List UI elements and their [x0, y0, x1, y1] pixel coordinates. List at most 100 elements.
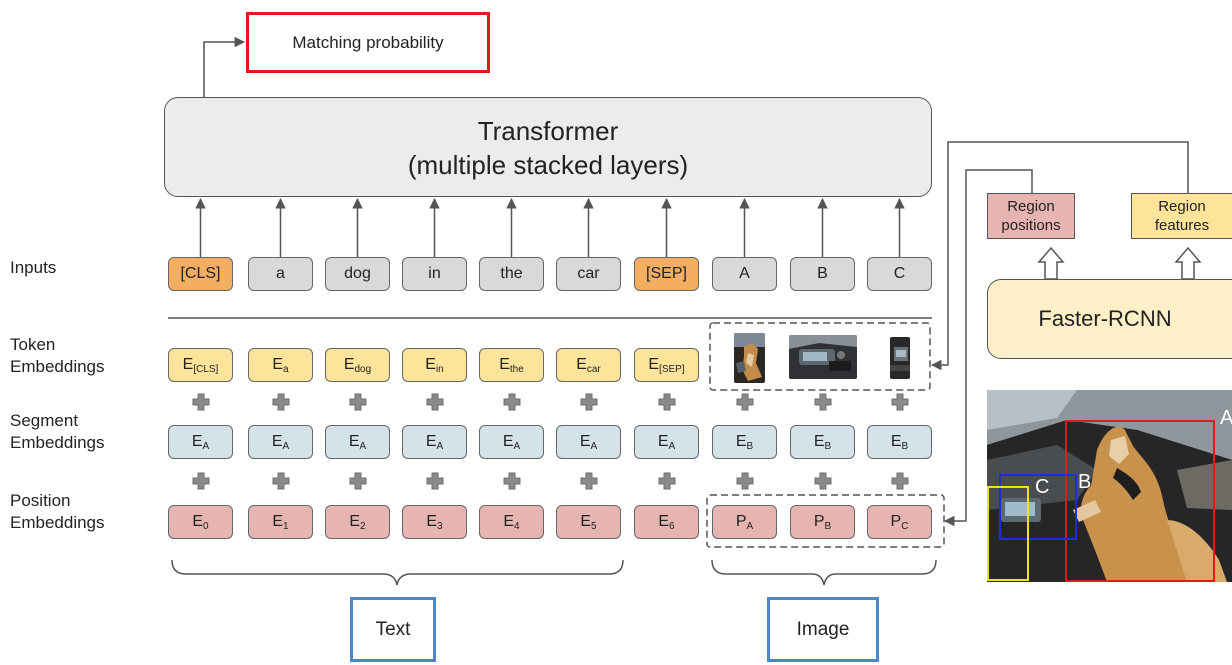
segment-row-label: Segment Embeddings: [10, 410, 105, 454]
image-group-box: Image: [767, 597, 879, 662]
token-embedding-subscript: the: [509, 363, 524, 375]
segment-embedding-base: E: [271, 433, 283, 450]
region-thumbnail-c: [890, 337, 910, 379]
region-thumbnail-a: [734, 333, 765, 383]
position-row-label-line2: Embeddings: [10, 513, 105, 532]
position-embedding-subscript: 5: [591, 520, 597, 532]
segment-embedding-base: E: [191, 433, 203, 450]
position-embedding-base: P: [735, 513, 747, 530]
position-embedding-base: E: [580, 513, 592, 530]
detection-photo: A B C: [987, 390, 1232, 582]
token-embedding: E[SEP]: [634, 348, 699, 382]
input-token: in: [402, 257, 467, 291]
positions-arrow: [943, 169, 1033, 527]
box-c-label: C: [1035, 476, 1050, 498]
transformer-subtitle: (multiple stacked layers): [407, 150, 689, 180]
position-embedding-subscript: 3: [437, 520, 443, 532]
plus-icon: [891, 472, 908, 490]
segment-embedding-base: E: [348, 433, 360, 450]
token-embedding-base: E: [648, 356, 660, 373]
segment-embedding-subscript: B: [824, 440, 832, 452]
position-embedding-base: E: [349, 513, 361, 530]
segment-embedding-base: E: [890, 433, 902, 450]
token-row-label-line1: Token: [10, 335, 56, 354]
segment-embedding-base: E: [502, 433, 514, 450]
text-brace: [171, 559, 624, 586]
token-embedding-base: E: [272, 356, 284, 373]
plus-icon: [503, 472, 520, 490]
segment-embedding-subscript: A: [282, 440, 290, 452]
input-token: [CLS]: [168, 257, 233, 291]
position-embedding-base: E: [272, 513, 284, 530]
input-arrows: [195, 197, 905, 257]
position-embedding-subscript: B: [824, 520, 832, 532]
inputs-row-label: Inputs: [10, 258, 57, 277]
output-arrow: [203, 36, 246, 97]
position-embedding-base: E: [426, 513, 438, 530]
image-token-group: [709, 322, 931, 391]
input-token: car: [556, 257, 621, 291]
segment-embedding-subscript: B: [746, 440, 754, 452]
plus-icon: [503, 393, 520, 411]
region-positions-line1: Region: [1007, 198, 1055, 215]
position-row-label-line1: Position: [10, 491, 71, 510]
hollow-arrow-features: [1174, 246, 1202, 280]
token-embedding-subscript: in: [435, 363, 444, 375]
token-row-label: Token Embeddings: [10, 334, 105, 378]
plus-icon: [814, 393, 831, 411]
plus-icon: [814, 472, 831, 490]
plus-icon: [580, 472, 597, 490]
token-embedding-subscript: dog: [354, 363, 372, 375]
token-row-label-line2: Embeddings: [10, 357, 105, 376]
plus-icon: [426, 393, 443, 411]
text-group-label: Text: [375, 618, 411, 640]
input-token: a: [248, 257, 313, 291]
segment-embedding-base: E: [813, 433, 825, 450]
region-features-line1: Region: [1158, 198, 1206, 215]
token-embedding-subscript: car: [586, 363, 601, 375]
plus-icon: [580, 393, 597, 411]
segment-embedding-subscript: A: [436, 440, 444, 452]
image-position-group: [706, 494, 945, 548]
token-embedding-base: E: [425, 356, 436, 373]
segment-embedding-base: E: [425, 433, 437, 450]
box-b-label: B: [1078, 471, 1092, 493]
position-embedding-base: E: [503, 513, 515, 530]
position-embedding-subscript: C: [901, 520, 909, 532]
region-positions-box: Region positions: [987, 193, 1075, 239]
region-features-line2: features: [1154, 217, 1210, 234]
segment-embedding-subscript: A: [202, 440, 210, 452]
plus-icon: [349, 472, 366, 490]
segment-embedding-subscript: B: [901, 440, 909, 452]
input-token: C: [867, 257, 932, 291]
position-embedding-subscript: A: [746, 520, 754, 532]
image-group-label: Image: [796, 618, 850, 640]
image-brace: [711, 559, 937, 586]
position-embedding-base: E: [192, 513, 204, 530]
region-thumbnail-b: [789, 335, 857, 379]
region-positions-line2: positions: [1001, 217, 1061, 234]
plus-icon: [426, 472, 443, 490]
position-embedding-subscript: 0: [203, 520, 209, 532]
segment-embedding-subscript: A: [359, 440, 367, 452]
position-row-label: Position Embeddings: [10, 490, 105, 534]
segment-row-label-line1: Segment: [10, 411, 79, 430]
plus-icon: [736, 393, 753, 411]
segment-embedding-base: E: [579, 433, 591, 450]
